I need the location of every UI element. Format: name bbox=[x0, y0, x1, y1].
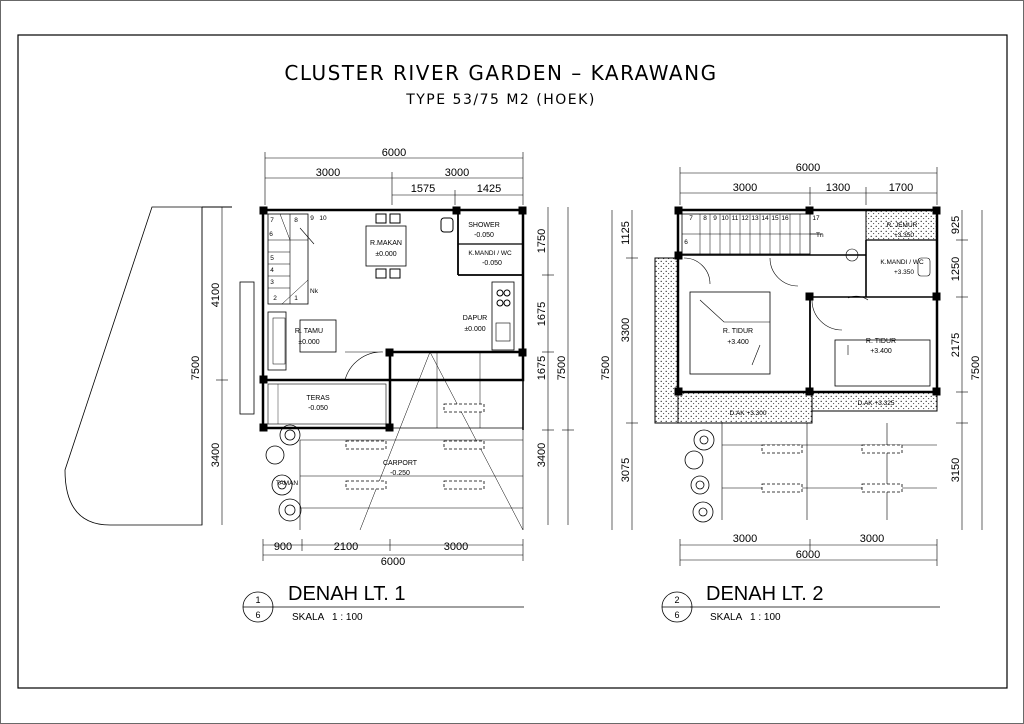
plan2-labels: 6000 3000 1300 1700 1125 3300 7500 3075 … bbox=[600, 162, 982, 623]
stair-no-3: 3 bbox=[270, 279, 274, 286]
p2-dim-top-1: 3000 bbox=[733, 182, 757, 194]
dim-top-left: 3000 bbox=[316, 167, 340, 179]
p2-dim-right-1: 925 bbox=[950, 216, 962, 234]
room-shower: SHOWER bbox=[468, 222, 500, 229]
p2-stair-17: 17 bbox=[812, 215, 820, 222]
dim-bottom-1: 900 bbox=[274, 541, 292, 553]
p2-stair-12: 12 bbox=[741, 215, 749, 222]
p2-room-tidur2-level: +3.400 bbox=[870, 348, 892, 355]
plan2-badge-bottom: 6 bbox=[674, 610, 679, 620]
p2-stair-11: 11 bbox=[732, 215, 739, 222]
floor-plan-lt2 bbox=[611, 167, 983, 623]
room-carport: CARPORT bbox=[383, 460, 418, 467]
p2-dak-2: D.AK +3.325 bbox=[857, 400, 894, 407]
floor-plan-lt1 bbox=[64, 152, 574, 623]
inner-frame bbox=[17, 34, 1008, 689]
plan1-badge-top: 1 bbox=[255, 595, 260, 605]
p2-dim-left-total: 7500 bbox=[600, 356, 612, 380]
p2-room-kmandi: K.MANDI / WC bbox=[880, 259, 924, 266]
p2-room-kmandi-level: +3.350 bbox=[894, 269, 914, 276]
p2-stair-note: Tn bbox=[816, 232, 824, 239]
room-tamu-level: ±0.000 bbox=[298, 339, 319, 346]
p2-stair-15: 15 bbox=[771, 215, 779, 222]
p2-stair-9: 9 bbox=[713, 215, 717, 222]
plan2-heading: DENAH LT. 2 bbox=[706, 583, 823, 605]
dim-top-b: 1425 bbox=[477, 183, 501, 195]
p2-stair-13: 13 bbox=[751, 215, 759, 222]
plan2-badge-top: 2 bbox=[674, 595, 679, 605]
room-dapur: DAPUR bbox=[463, 315, 488, 322]
p2-dim-top-3: 1700 bbox=[889, 182, 913, 194]
room-makan: R.MAKAN bbox=[370, 240, 402, 247]
p2-stair-7: 7 bbox=[689, 215, 693, 222]
room-carport-level: -0.250 bbox=[390, 470, 410, 477]
dim-bottom-total: 6000 bbox=[381, 556, 405, 568]
stair-no-1: 1 bbox=[294, 295, 298, 302]
p2-stair-8: 8 bbox=[703, 215, 707, 222]
stair-no-7: 7 bbox=[270, 217, 274, 224]
p2-dim-bottom-1: 3000 bbox=[733, 533, 757, 545]
plan2-scale: SKALA 1 : 100 bbox=[710, 612, 781, 623]
dim-bottom-3: 3000 bbox=[444, 541, 468, 553]
stair-no-2: 2 bbox=[273, 295, 277, 302]
room-shower-level: -0.050 bbox=[474, 232, 494, 239]
p2-room-tidur1: R. TIDUR bbox=[723, 328, 753, 335]
p2-dim-top-2: 1300 bbox=[826, 182, 850, 194]
room-makan-level: ±0.000 bbox=[375, 251, 396, 258]
p2-dim-left-1: 1125 bbox=[620, 221, 632, 245]
p2-dim-right-3: 2175 bbox=[950, 333, 962, 357]
dim-bottom-2: 2100 bbox=[334, 541, 358, 553]
p2-dim-right-2: 1250 bbox=[950, 257, 962, 281]
room-tamu: R. TAMU bbox=[295, 328, 323, 335]
p2-dim-left-2: 3300 bbox=[620, 318, 632, 342]
stair-no-9: 9 bbox=[310, 215, 314, 222]
plan1-badge-bottom: 6 bbox=[255, 610, 260, 620]
plan1-labels: 6000 3000 3000 1575 1425 4100 7500 3400 … bbox=[190, 147, 568, 623]
room-teras: TERAS bbox=[306, 395, 330, 402]
dim-top-right: 3000 bbox=[445, 167, 469, 179]
p2-dim-bottom-total: 6000 bbox=[796, 549, 820, 561]
p2-dim-top-total: 6000 bbox=[796, 162, 820, 174]
room-taman: TAMAN bbox=[276, 480, 299, 487]
stair-no-5: 5 bbox=[270, 255, 274, 262]
p2-stair-16: 16 bbox=[781, 215, 789, 222]
room-dapur-level: ±0.000 bbox=[464, 326, 485, 333]
room-kmandi-level: -0.050 bbox=[482, 260, 502, 267]
stair-no-8: 8 bbox=[294, 217, 298, 224]
p2-dim-right-total: 7500 bbox=[970, 356, 982, 380]
dim-right-3: 1675 bbox=[536, 356, 548, 380]
stair-no-10: 10 bbox=[319, 215, 327, 222]
dim-left-upper: 4100 bbox=[210, 283, 222, 307]
dim-right-1: 1750 bbox=[536, 229, 548, 253]
dim-left-lower: 3400 bbox=[210, 443, 222, 467]
room-kmandi: K.MANDI / WC bbox=[468, 250, 512, 257]
dim-top-total: 6000 bbox=[382, 147, 406, 159]
sheet-subtitle: TYPE 53/75 M2 (HOEK) bbox=[405, 92, 596, 108]
p2-stair-14: 14 bbox=[761, 215, 769, 222]
p2-dim-right-4: 3150 bbox=[950, 458, 962, 482]
p2-dim-bottom-2: 3000 bbox=[860, 533, 884, 545]
stair-note: Nk bbox=[310, 288, 319, 295]
plan1-heading: DENAH LT. 1 bbox=[288, 583, 405, 605]
p2-stair-6: 6 bbox=[684, 239, 688, 246]
p2-room-jemur-level: +3.350 bbox=[894, 232, 914, 239]
p2-room-jemur: R. JEMUR bbox=[887, 222, 918, 229]
p2-room-tidur1-level: +3.400 bbox=[727, 339, 749, 346]
sheet-title: CLUSTER RIVER GARDEN – KARAWANG bbox=[284, 61, 717, 85]
p2-room-tidur2: R. TIDUR bbox=[866, 338, 896, 345]
p2-dim-left-3: 3075 bbox=[620, 458, 632, 482]
stair-no-6: 6 bbox=[269, 231, 273, 238]
room-teras-level: -0.050 bbox=[308, 405, 328, 412]
dim-right-lower: 3400 bbox=[536, 443, 548, 467]
dim-right-total: 7500 bbox=[556, 356, 568, 380]
p2-stair-10: 10 bbox=[721, 215, 729, 222]
dim-top-a: 1575 bbox=[411, 183, 435, 195]
stair-no-4: 4 bbox=[270, 267, 274, 274]
dim-left-total: 7500 bbox=[190, 356, 202, 380]
p2-dak-1: D.AK +3.300 bbox=[729, 410, 766, 417]
dim-right-2: 1675 bbox=[536, 302, 548, 326]
plan1-scale: SKALA 1 : 100 bbox=[292, 612, 363, 623]
